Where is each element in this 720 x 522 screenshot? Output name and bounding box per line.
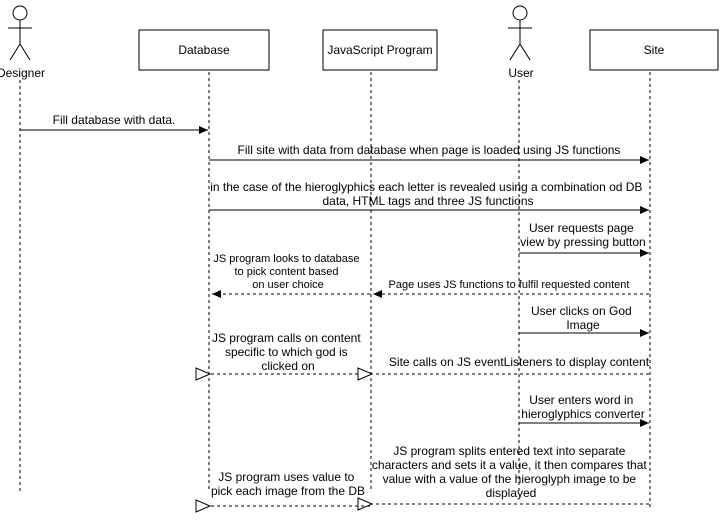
message-1: Fill database with data. <box>20 113 208 134</box>
message-3: in the case of the hieroglyphics each le… <box>209 180 649 214</box>
message-text: displayed <box>486 486 537 500</box>
svg-text:User enters word in hi: User enters word in hieroglyphics conver… <box>521 393 644 421</box>
message-7: User clicks on God Image <box>519 304 649 337</box>
message-text: Page uses JS functions to fulfil request… <box>389 279 630 291</box>
message-text: Site calls on JS eventListeners to displ… <box>389 355 650 369</box>
message-text: on user choice <box>252 279 324 291</box>
actor-designer-head <box>12 5 28 21</box>
message-text: JS program uses value to <box>218 470 354 484</box>
svg-text:Page uses JS functions to fulf: Page uses JS functions to fulfil request… <box>389 279 630 291</box>
participant-database: Database <box>138 29 270 71</box>
actor-designer-label: Designer <box>0 66 45 80</box>
svg-text:in the case of the hieroglyphi: in the case of the hieroglyphics each le… <box>210 180 646 208</box>
message-text: JS program looks to database <box>213 253 359 265</box>
message-text: characters and sets it a value, it then … <box>372 458 647 472</box>
message-4: User requests page view by pressing butt… <box>519 221 649 257</box>
actor-user <box>508 5 532 61</box>
svg-text:Fill site with data from datab: Fill site with data from database when p… <box>238 143 621 157</box>
message-text: clicked on <box>261 359 314 373</box>
svg-text:Site calls on JS eventListener: Site calls on JS eventListeners to displ… <box>389 355 650 369</box>
participant-js-program-label: JavaScript Program <box>327 43 432 57</box>
message-text: to pick content based <box>234 266 338 278</box>
message-text: view by pressing button <box>520 235 645 249</box>
svg-text:Fill database with data.: Fill database with data. <box>53 113 176 127</box>
message-text: User clicks on God <box>531 304 632 318</box>
message-12: JS program uses value to pick each image… <box>210 470 370 506</box>
message-8: JS program calls on content specific to … <box>210 331 370 374</box>
message-text: JS program splits entered text into sepa… <box>393 444 625 458</box>
messages: Fill database with data. Fill site with … <box>20 113 650 506</box>
message-text: value with a value of the hieroglyph ima… <box>383 472 637 486</box>
participant-js-program: JavaScript Program <box>322 29 438 71</box>
message-text: hieroglyphics converter <box>521 407 644 421</box>
svg-text:JS program splits entered text: JS program splits entered text into sepa… <box>372 444 650 500</box>
actor-designer <box>8 5 32 61</box>
message-11: JS program splits entered text into sepa… <box>372 444 650 504</box>
actor-user-label: User <box>508 66 533 80</box>
actor-user-head <box>512 5 528 21</box>
message-text: specific to which god is <box>225 345 348 359</box>
svg-text:User clicks on God Ima: User clicks on God Image <box>531 304 635 332</box>
participant-database-label: Database <box>178 43 230 57</box>
message-text: data, HTML tags and three JS functions <box>322 194 533 208</box>
participant-site-label: Site <box>644 43 665 57</box>
participant-site: Site <box>589 29 719 71</box>
message-text: Fill database with data. <box>53 113 176 127</box>
message-10: User enters word in hieroglyphics conver… <box>519 393 649 427</box>
svg-text:JS program calls on content: JS program calls on content specific to … <box>212 331 364 373</box>
message-text: Image <box>566 318 600 332</box>
message-6: Page uses JS functions to fulfil request… <box>373 279 649 298</box>
message-text: pick each image from the DB <box>211 484 365 498</box>
message-2: Fill site with data from database when p… <box>209 143 649 164</box>
svg-text:JS program looks to database: JS program looks to database to pick con… <box>213 253 362 291</box>
svg-text:User requests page vie: User requests page view by pressing butt… <box>520 221 645 249</box>
message-text: JS program calls on content <box>212 331 361 345</box>
message-text: User requests page <box>529 221 634 235</box>
message-5: JS program looks to database to pick con… <box>212 253 370 298</box>
message-9: Site calls on JS eventListeners to displ… <box>372 355 650 374</box>
svg-text:JS program uses value to: JS program uses value to pick each image… <box>211 470 365 498</box>
message-text: Fill site with data from database when p… <box>238 143 621 157</box>
message-text: User enters word in <box>529 393 633 407</box>
message-text: in the case of the hieroglyphics each le… <box>210 180 642 194</box>
